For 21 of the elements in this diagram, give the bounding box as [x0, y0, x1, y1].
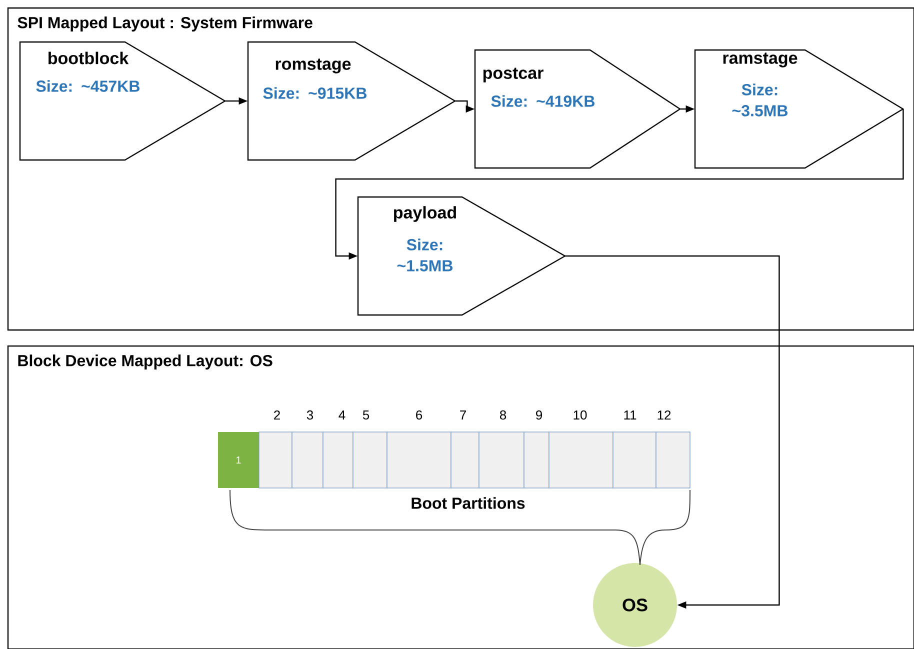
- partition-number: 3: [306, 410, 314, 420]
- stage-pentagon: romstage Size: ~915KB: [247, 41, 456, 161]
- partition-number: 12: [658, 410, 671, 420]
- partition-number: 5: [362, 410, 370, 420]
- partition-number: 10: [574, 410, 587, 420]
- partition-number: 8: [500, 410, 506, 420]
- partition-number: 2: [274, 410, 280, 420]
- arrow: [565, 255, 780, 609]
- partition-number: 4: [338, 410, 346, 420]
- partition-number: 11: [624, 410, 636, 420]
- panel-title: Block Device Mapped Layout: OS: [18, 354, 272, 370]
- partition-cell: 1: [218, 432, 259, 488]
- stage-pentagon: ramstage Size: ~3.5MB: [694, 49, 904, 169]
- stage-pentagon: postcar Size: ~419KB: [474, 49, 682, 169]
- stage-pentagon: payload Size: ~1.5MB: [357, 196, 566, 316]
- panel-title: SPI Mapped Layout : System Firmware: [18, 16, 312, 32]
- partition-number: 7: [460, 410, 466, 420]
- brace-label: Boot Partitions: [412, 497, 525, 509]
- partition-number: 9: [536, 410, 542, 420]
- stage-pentagon: bootblock Size: ~457KB: [19, 41, 226, 161]
- partition-number: 6: [416, 410, 422, 420]
